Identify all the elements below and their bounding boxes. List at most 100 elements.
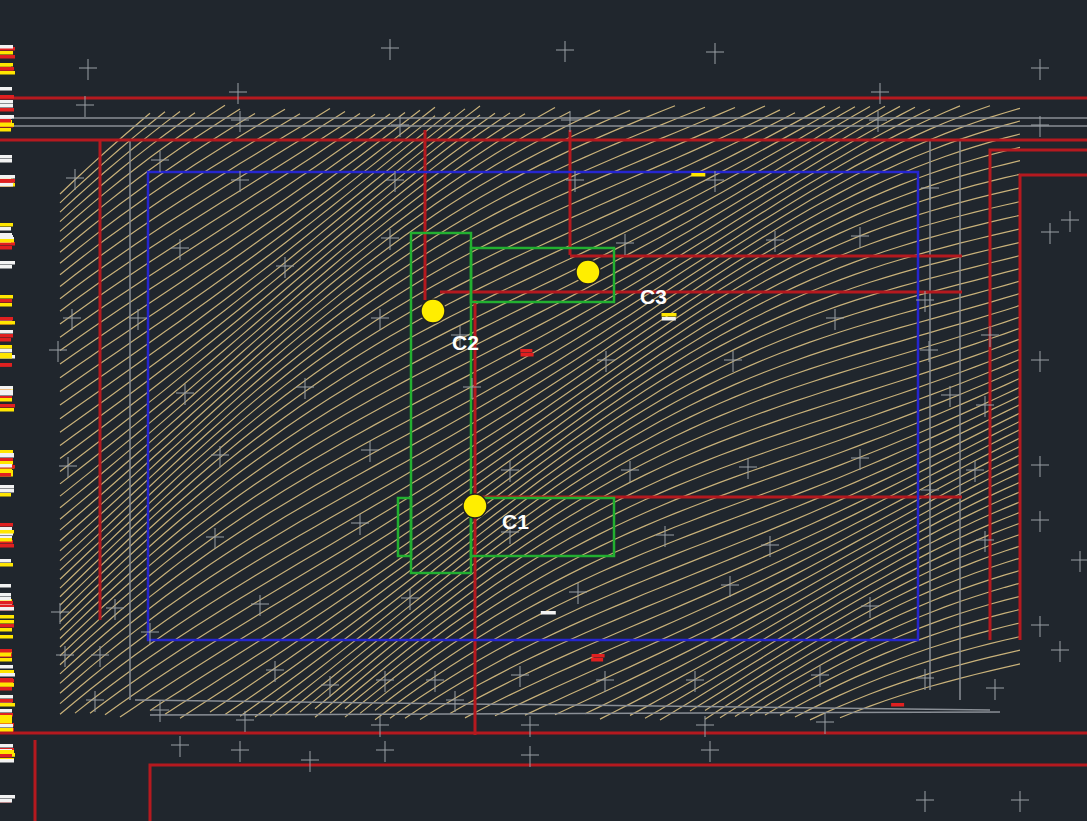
point-cross <box>986 679 1004 700</box>
point-tag <box>0 386 13 390</box>
contour-line <box>60 114 360 312</box>
point-tag <box>0 724 13 728</box>
point-cross <box>916 791 934 812</box>
point-cross <box>1031 116 1049 137</box>
contour-line <box>60 106 885 630</box>
borehole-label: C2 <box>452 332 479 353</box>
point-tag <box>0 363 11 367</box>
point-cross <box>916 291 934 312</box>
point-cross <box>266 661 284 682</box>
point-tag <box>0 239 14 243</box>
point-cross <box>176 384 194 405</box>
point-tag <box>0 754 12 758</box>
point-tag <box>0 469 12 473</box>
point-tag <box>0 345 12 349</box>
contour-line <box>735 583 1020 716</box>
point-tag <box>0 683 14 687</box>
contour-line <box>315 349 1020 717</box>
point-cross <box>51 603 69 624</box>
point-cross <box>79 59 97 80</box>
point-tag <box>521 353 534 357</box>
point-cross <box>966 461 984 482</box>
point-cross <box>391 116 409 137</box>
point-tag <box>0 544 14 548</box>
contour-line <box>330 359 1020 713</box>
contour-line <box>60 134 1020 704</box>
contour-line <box>525 464 1020 715</box>
point-cross <box>1031 456 1049 477</box>
point-cross <box>86 691 104 712</box>
point-tag <box>0 799 12 803</box>
point-tag <box>0 265 12 269</box>
point-cross <box>561 111 579 132</box>
point-tag <box>0 63 13 67</box>
point-tag <box>0 159 12 163</box>
point-tag <box>0 650 12 654</box>
contour-line <box>240 281 1020 716</box>
point-tag <box>0 183 13 187</box>
point-cross <box>521 716 539 737</box>
point-cross <box>1061 211 1079 232</box>
point-cross <box>869 111 887 132</box>
point-cross <box>49 341 67 362</box>
point-tag <box>592 654 605 658</box>
point-tag <box>0 123 14 127</box>
point-cross <box>556 41 574 62</box>
point-cross <box>401 589 419 610</box>
point-tag <box>0 523 13 527</box>
point-tag <box>0 489 14 493</box>
point-tag <box>0 601 13 605</box>
point-cross <box>871 83 889 104</box>
contour-line <box>360 387 1020 713</box>
point-tag <box>0 242 15 246</box>
contour-line <box>60 110 420 364</box>
point-tag <box>0 461 13 465</box>
point-cross <box>171 736 189 757</box>
point-tag <box>0 408 14 412</box>
point-tag <box>0 695 13 699</box>
point-tag <box>0 108 14 112</box>
contour-line <box>105 188 1020 715</box>
point-tag <box>0 750 14 754</box>
point-tag <box>0 450 13 454</box>
point-tag <box>0 235 13 239</box>
point-tag <box>0 223 13 227</box>
point-tag <box>0 607 14 611</box>
point-cross <box>569 583 587 604</box>
point-tag <box>0 453 14 457</box>
point-cross <box>861 597 879 618</box>
point-cross <box>381 39 399 60</box>
point-cross <box>1031 59 1049 80</box>
point-tag <box>0 744 13 748</box>
point-tag <box>520 349 532 353</box>
point-tag <box>0 563 13 567</box>
point-tag <box>0 100 13 104</box>
point-tag <box>0 683 14 687</box>
point-tag <box>0 104 13 108</box>
point-tag <box>0 653 11 657</box>
contour-lines <box>60 105 1020 720</box>
point-tag <box>591 658 603 662</box>
point-cross <box>521 746 539 767</box>
contour-line <box>60 108 1020 683</box>
point-tag <box>0 678 12 682</box>
point-tag <box>0 63 11 67</box>
contour-line <box>60 113 495 458</box>
point-tag <box>0 51 13 55</box>
point-cross <box>351 514 369 535</box>
point-cross <box>1071 551 1087 572</box>
point-tag <box>0 665 13 669</box>
point-tag <box>0 71 15 75</box>
point-tag <box>0 321 15 325</box>
contour-line <box>60 109 285 263</box>
point-tag <box>0 530 14 534</box>
contour-line <box>210 256 1020 712</box>
contour-line <box>60 116 435 392</box>
contour-line <box>60 107 855 614</box>
point-cross <box>976 396 994 417</box>
point-cross <box>816 713 834 734</box>
contour-line <box>285 317 1020 715</box>
point-cross <box>976 531 994 552</box>
point-cross <box>656 526 674 547</box>
point-cross <box>761 536 779 557</box>
